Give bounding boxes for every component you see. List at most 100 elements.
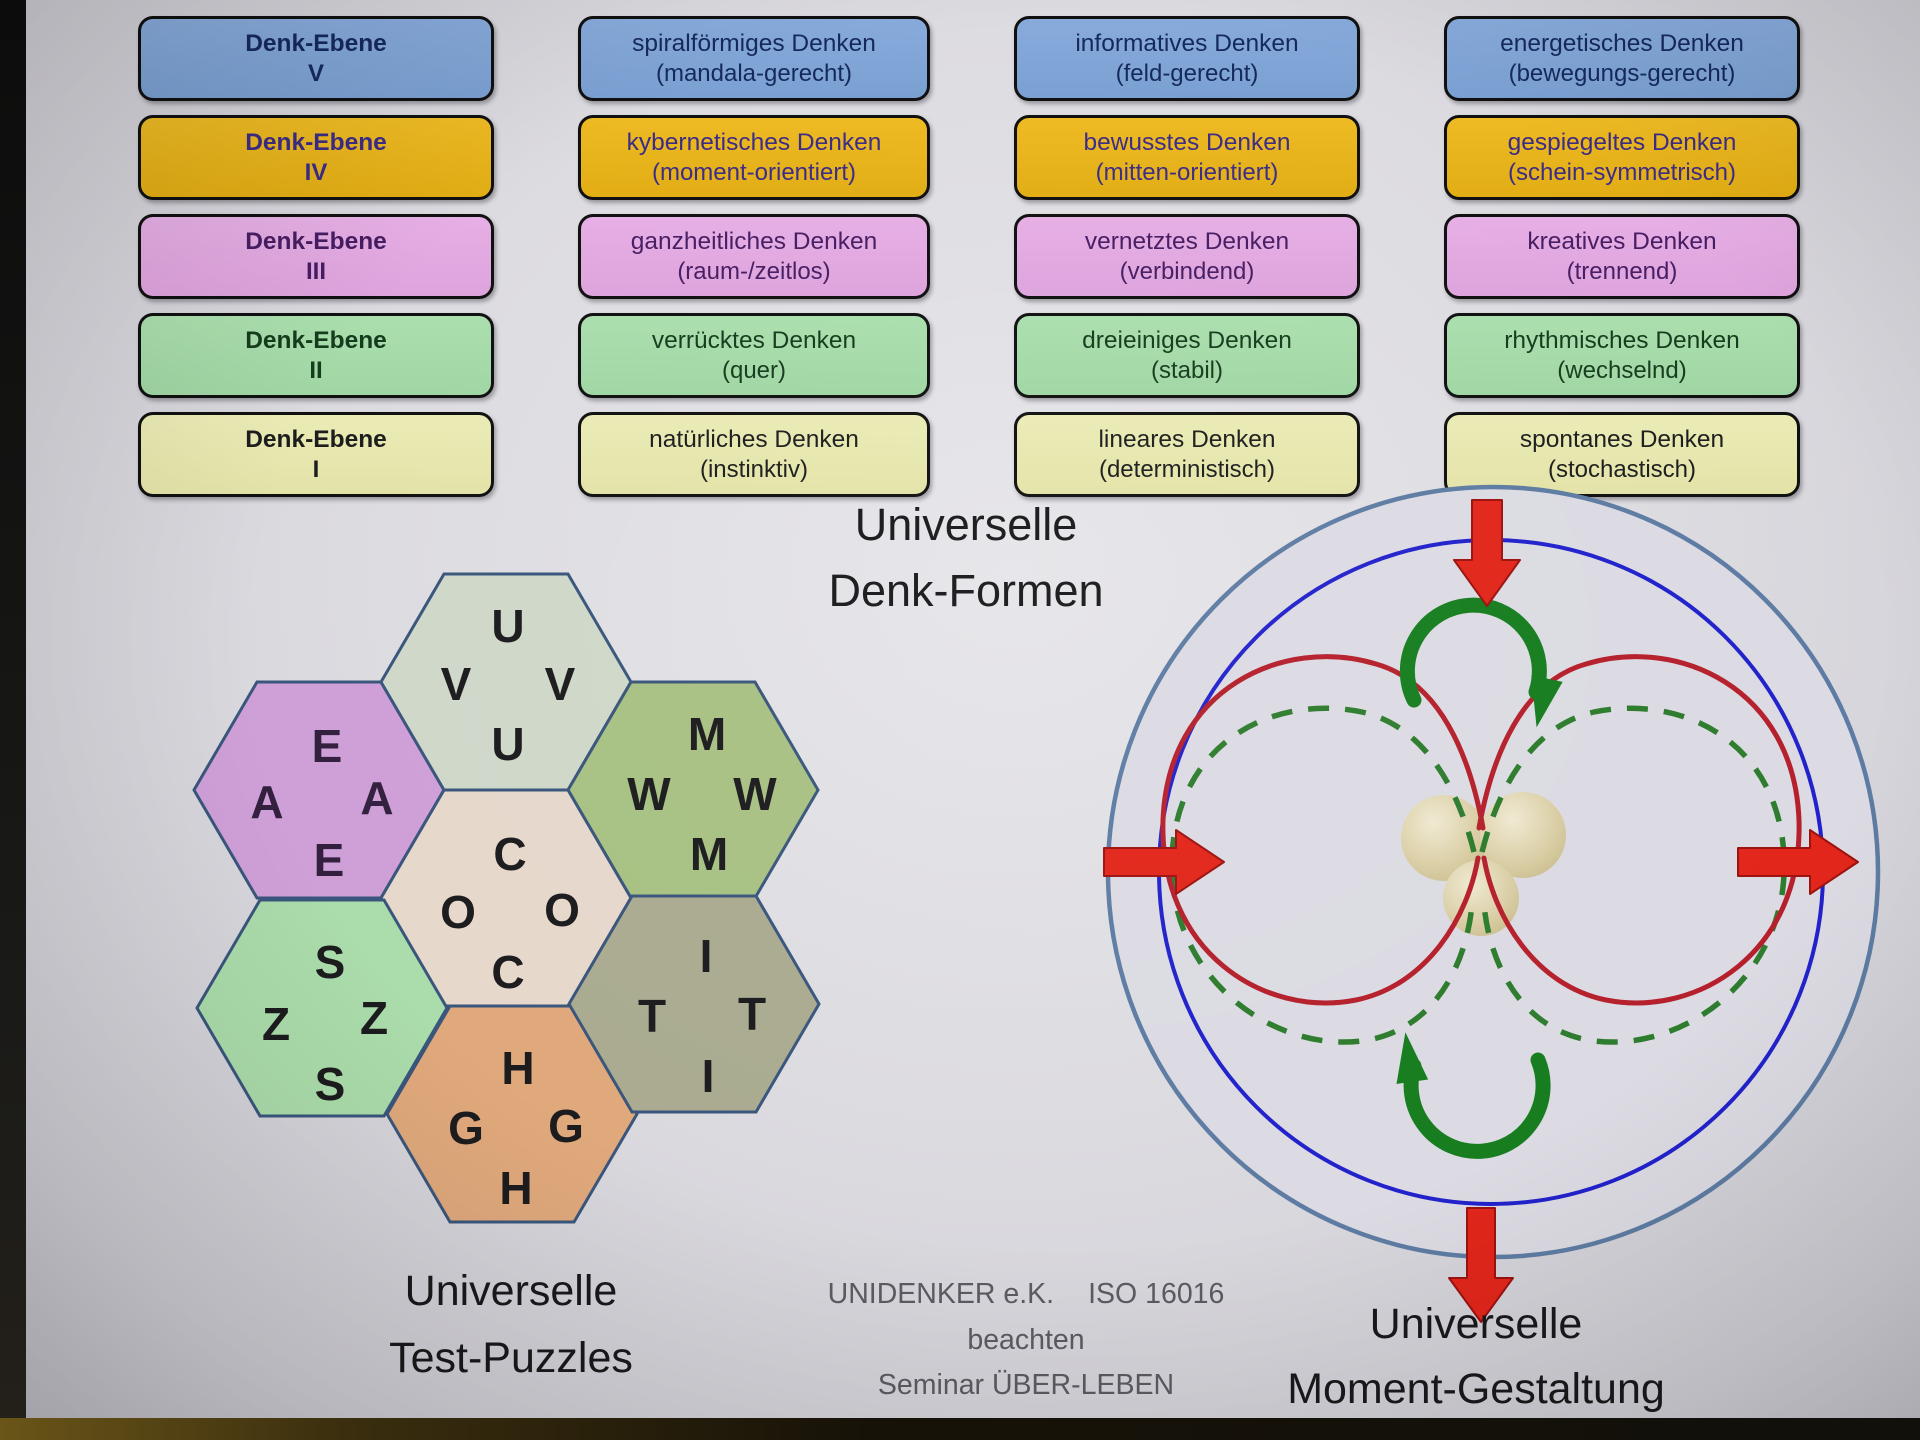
- hex-letter-left: O: [440, 886, 476, 938]
- box-line1: ganzheitliches Denken: [630, 227, 878, 255]
- box-line2: (bewegungs-gerecht): [1508, 59, 1736, 87]
- iso-notice: ISO 16016 beachten: [967, 1278, 1225, 1356]
- rotation-arc-top-arrowhead: [1531, 675, 1563, 728]
- box-line2: (moment-orientiert): [651, 158, 857, 186]
- box-line2: (stochastisch): [1547, 455, 1697, 483]
- hex-letter-right: A: [360, 772, 393, 824]
- form-box-spontan: spontanes Denken(stochastisch): [1444, 412, 1800, 497]
- caption-line1: Universelle: [1369, 1300, 1583, 1348]
- flow-arrow-left: [1103, 829, 1225, 895]
- caption-line1: Universelle: [404, 1267, 618, 1315]
- hex-letter-top: H: [501, 1042, 534, 1094]
- box-line1: vernetztes Denken: [1084, 227, 1290, 255]
- box-line2: (wechselnd): [1557, 356, 1687, 384]
- hex-letter-top: U: [491, 600, 524, 652]
- form-box-kybernetisch: kybernetisches Denken(moment-orientiert): [578, 115, 930, 200]
- caption-test-puzzles: Universelle Test-Puzzles: [276, 1258, 746, 1392]
- hexagon-uv: U V V U: [379, 572, 633, 792]
- rotation-arc-bottom-arrowhead: [1396, 1032, 1429, 1084]
- hexagon-sz: S Z Z S: [195, 898, 449, 1118]
- form-box-energetisch: energetisches Denken(bewegungs-gerecht): [1444, 16, 1800, 101]
- box-line2: (feld-gerecht): [1115, 59, 1259, 87]
- rotation-arc-top: [1399, 597, 1547, 708]
- box-line1: rhythmisches Denken: [1504, 326, 1740, 354]
- hex-letter-bottom: E: [314, 834, 345, 886]
- sphere-right: [1480, 792, 1566, 878]
- form-box-informativ: informatives Denken(feld-gerecht): [1014, 16, 1360, 101]
- footer-note: UNIDENKER e.K.ISO 16016 beachten Seminar…: [766, 1272, 1286, 1409]
- form-box-spiral: spiralförmiges Denken(mandala-gerecht): [578, 16, 930, 101]
- form-box-dreieinig: dreieiniges Denken(stabil): [1014, 313, 1360, 398]
- hex-letter-left: V: [441, 658, 472, 710]
- box-line1: dreieiniges Denken: [1082, 326, 1292, 354]
- title-line1: Universelle: [854, 499, 1078, 550]
- box-line2: (deterministisch): [1098, 455, 1276, 483]
- hex-letter-right: G: [548, 1100, 584, 1152]
- form-box-verrueckt: verrücktes Denken(quer): [578, 313, 930, 398]
- box-line1: spontanes Denken: [1519, 425, 1725, 453]
- form-box-vernetzt: vernetztes Denken(verbindend): [1014, 214, 1360, 299]
- rotation-arc-bottom: [1403, 1052, 1551, 1159]
- hex-letter-bottom: I: [702, 1050, 715, 1102]
- screen-bezel-left: [0, 0, 26, 1440]
- box-line1: gespiegeltes Denken: [1507, 128, 1737, 156]
- hex-letter-left: G: [448, 1102, 484, 1154]
- sphere-bottom: [1443, 860, 1519, 936]
- hex-letter-right: T: [738, 988, 766, 1040]
- box-line1: Denk-Ebene: [245, 326, 387, 354]
- hex-letter-right: V: [545, 658, 576, 710]
- box-line1: kybernetisches Denken: [626, 128, 882, 156]
- form-box-natuerlich: natürliches Denken(instinktiv): [578, 412, 930, 497]
- seminar-label: Seminar ÜBER-LEBEN: [877, 1369, 1175, 1402]
- box-line1: informatives Denken: [1075, 29, 1299, 57]
- form-box-kreativ: kreatives Denken(trennend): [1444, 214, 1800, 299]
- hex-letter-bottom: S: [315, 1058, 346, 1110]
- company-name: UNIDENKER e.K.: [827, 1278, 1055, 1310]
- hex-letter-top: E: [312, 720, 343, 772]
- hex-letter-right: W: [733, 768, 777, 820]
- box-line1: Denk-Ebene: [245, 128, 387, 156]
- form-box-linear: lineares Denken(deterministisch): [1014, 412, 1360, 497]
- footer-line1: UNIDENKER e.K.ISO 16016 beachten: [766, 1272, 1286, 1363]
- box-line2: (instinktiv): [699, 455, 808, 483]
- box-line1: Denk-Ebene: [245, 29, 387, 57]
- box-line2: (verbindend): [1119, 257, 1255, 285]
- title-line2: Denk-Formen: [828, 564, 1104, 616]
- box-line2: II: [309, 356, 323, 384]
- flow-arrow-bottom: [1448, 1207, 1514, 1323]
- box-line1: Denk-Ebene: [245, 425, 387, 453]
- box-line1: lineares Denken: [1098, 425, 1276, 453]
- box-line2: (mandala-gerecht): [655, 59, 853, 87]
- hexagon-mw: M W W M: [566, 680, 820, 900]
- box-line1: natürliches Denken: [649, 425, 859, 453]
- hex-letter-top: M: [688, 708, 726, 760]
- hex-letter-top: C: [493, 828, 526, 880]
- box-line2: (mitten-orientiert): [1095, 158, 1279, 186]
- box-line2: (quer): [721, 356, 787, 384]
- hexagon-it: I T T I: [567, 894, 821, 1114]
- flow-arrow-right: [1737, 829, 1859, 895]
- box-line1: Denk-Ebene: [245, 227, 387, 255]
- box-line1: spiralförmiges Denken: [632, 29, 876, 57]
- box-line2: (trennend): [1566, 257, 1678, 285]
- box-line1: verrücktes Denken: [651, 326, 857, 354]
- box-line2: V: [307, 59, 324, 87]
- box-line2: IV: [304, 158, 328, 186]
- hex-letter-right: Z: [360, 992, 388, 1044]
- box-line2: (raum-/zeitlos): [677, 257, 831, 285]
- box-line2: I: [312, 455, 320, 483]
- box-line2: III: [305, 257, 326, 285]
- flow-arrow-top: [1453, 499, 1521, 607]
- box-line1: bewusstes Denken: [1083, 128, 1291, 156]
- caption-line2: Test-Puzzles: [389, 1334, 633, 1383]
- hexagon-hg: H G G H: [385, 1004, 639, 1224]
- form-box-bewusst: bewusstes Denken(mitten-orientiert): [1014, 115, 1360, 200]
- hex-letter-bottom: C: [491, 946, 524, 998]
- form-box-gespiegelt: gespiegeltes Denken(schein-symmetrisch): [1444, 115, 1800, 200]
- caption-line2: Moment-Gestaltung: [1287, 1364, 1665, 1413]
